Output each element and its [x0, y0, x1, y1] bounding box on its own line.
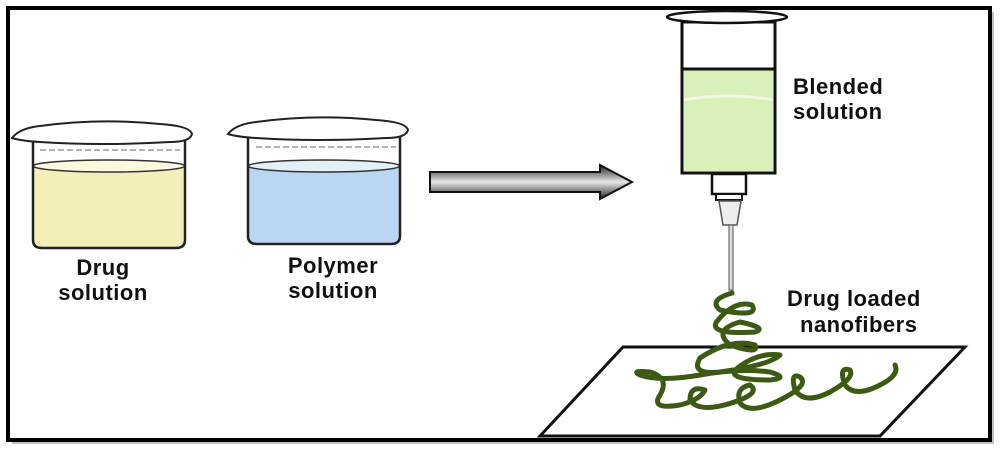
blended-label-line2: solution — [793, 99, 883, 124]
polymer-beaker: Polymer solution — [226, 116, 410, 303]
polymer-label-line2: solution — [288, 278, 378, 303]
polymer-label-line1: Polymer — [288, 253, 378, 278]
process-arrow — [429, 163, 635, 201]
polymer-liquid — [247, 164, 401, 245]
drug-liquid — [32, 164, 186, 249]
blended-liquid — [684, 69, 773, 171]
nanofibers-label-line1: Drug loaded — [787, 286, 921, 311]
drug-label-line2: solution — [58, 280, 148, 305]
nanofibers — [634, 290, 899, 411]
drug-beaker: Drug solution — [10, 120, 194, 305]
syringe: Blended solution — [665, 9, 883, 291]
blended-label-line1: Blended — [793, 74, 883, 99]
drug-label-line1: Drug — [76, 255, 129, 280]
nanofibers-label-line2: nanofibers — [800, 312, 917, 337]
